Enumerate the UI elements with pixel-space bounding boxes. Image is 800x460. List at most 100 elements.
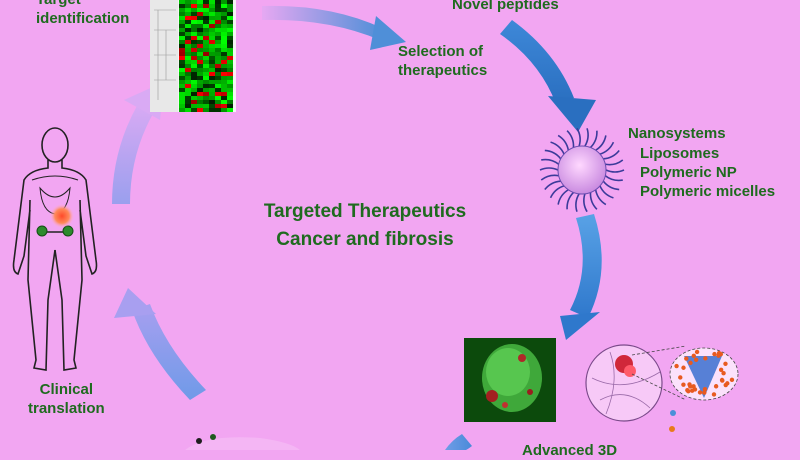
heatmap-cell: [185, 84, 191, 88]
heatmap-cell: [227, 76, 233, 80]
heatmap-cell: [191, 20, 197, 24]
arrow-bottom: [445, 434, 472, 450]
heatmap-cell: [227, 24, 233, 28]
nanoparticle-dot: [681, 382, 686, 387]
heatmap-cell: [221, 44, 227, 48]
heatmap-cell: [197, 36, 203, 40]
heatmap-cell: [191, 108, 197, 112]
heatmap-cell: [215, 96, 221, 100]
heatmap-cell: [215, 48, 221, 52]
heatmap-cell: [179, 0, 185, 4]
heatmap-cell: [221, 0, 227, 4]
heatmap-cell: [203, 96, 209, 100]
heatmap-cell: [197, 32, 203, 36]
heatmap-cell: [185, 64, 191, 68]
heatmap-cell: [179, 92, 185, 96]
heatmap-cell: [221, 72, 227, 76]
heatmap-cell: [203, 80, 209, 84]
heatmap-cell: [179, 4, 185, 8]
heatmap-cell: [209, 100, 215, 104]
target-identification-label: Target identification: [36, 0, 130, 27]
heatmap-cell: [185, 44, 191, 48]
polymer-strand: [584, 128, 589, 147]
arrow-left-lower: [114, 288, 206, 400]
heatmap-cell: [203, 40, 209, 44]
heatmap-cell: [191, 72, 197, 76]
heatmap-cell: [227, 88, 233, 92]
heatmap-cell: [227, 28, 233, 32]
heatmap-cell: [221, 60, 227, 64]
heatmap-cell: [221, 16, 227, 20]
heatmap-cell: [185, 20, 191, 24]
polymer-strand: [557, 134, 570, 151]
heatmap-cell: [191, 24, 197, 28]
heatmap-cell: [215, 24, 221, 28]
heatmap-cell: [179, 68, 185, 72]
polymer-strand: [594, 189, 607, 206]
polymer-strand: [544, 149, 562, 160]
heatmap-cell: [209, 88, 215, 92]
nanoparticle-dot: [702, 390, 707, 395]
heatmap-cell: [185, 92, 191, 96]
nanoparticle-dot: [712, 351, 717, 357]
heatmap-cell: [203, 84, 209, 88]
heatmap-cell: [191, 80, 197, 84]
heatmap-cell: [179, 84, 185, 88]
polymer-strand: [576, 127, 581, 147]
heatmap-cell: [221, 48, 227, 52]
heatmap-cell: [179, 88, 185, 92]
heatmap-cell: [209, 28, 215, 32]
arrow-right-upper: [500, 20, 596, 132]
heatmap-cell: [191, 96, 197, 100]
polymer-strand: [599, 185, 614, 199]
heatmap-cell: [227, 32, 233, 36]
heatmap-cell: [227, 4, 233, 8]
heatmap-cell: [191, 60, 197, 64]
heatmap-cell: [227, 96, 233, 100]
heatmap-cell: [221, 40, 227, 44]
heatmap-cell: [191, 32, 197, 36]
nanoparticle-dot: [729, 377, 735, 383]
center-title: Targeted Therapeutics Cancer and fibrosi…: [190, 198, 540, 254]
polymer-strand: [605, 159, 624, 166]
nanosystems-label: Nanosystems: [628, 124, 726, 143]
heatmap-cell: [179, 56, 185, 60]
heatmap-cell: [185, 24, 191, 28]
heatmap-cell: [215, 8, 221, 12]
heatmap-cell: [191, 68, 197, 72]
heatmap-cell: [209, 104, 215, 108]
heatmap-cell: [215, 64, 221, 68]
heatmap-cell: [221, 28, 227, 32]
heatmap-cell: [203, 44, 209, 48]
micrograph-image: [464, 338, 556, 422]
human-body-icon: [12, 127, 98, 371]
heatmap-cell: [221, 108, 227, 112]
heatmap-cell: [215, 52, 221, 56]
heatmap-cell: [209, 108, 215, 112]
heatmap-cell: [203, 72, 209, 76]
advanced-3d-label: Advanced 3D: [522, 442, 618, 459]
heatmap-cell: [209, 12, 215, 16]
nanoparticle-dot: [719, 377, 725, 383]
nanoparticle-dot: [718, 367, 724, 373]
nanoparticle-icon: [539, 127, 625, 213]
heatmap-cell: [185, 76, 191, 80]
heatmap-cell: [197, 12, 203, 16]
nanoparticle-dot: [678, 375, 683, 380]
polymer-strand: [605, 169, 625, 173]
heatmap-cell: [197, 68, 203, 72]
heatmap-cell: [209, 76, 215, 80]
heatmap-cell: [221, 56, 227, 60]
heatmap-cell: [227, 68, 233, 72]
heatmap-cell: [221, 4, 227, 8]
heatmap-cell: [191, 44, 197, 48]
polymer-strand: [599, 141, 615, 155]
heatmap-cell: [227, 20, 233, 24]
heatmap-cell: [197, 48, 203, 52]
heatmap-cell: [179, 64, 185, 68]
polymer-strand: [549, 185, 565, 199]
heatmap-cell: [185, 16, 191, 20]
heatmap-cell: [179, 96, 185, 100]
heatmap-cell: [221, 96, 227, 100]
heatmap-cell: [215, 72, 221, 76]
